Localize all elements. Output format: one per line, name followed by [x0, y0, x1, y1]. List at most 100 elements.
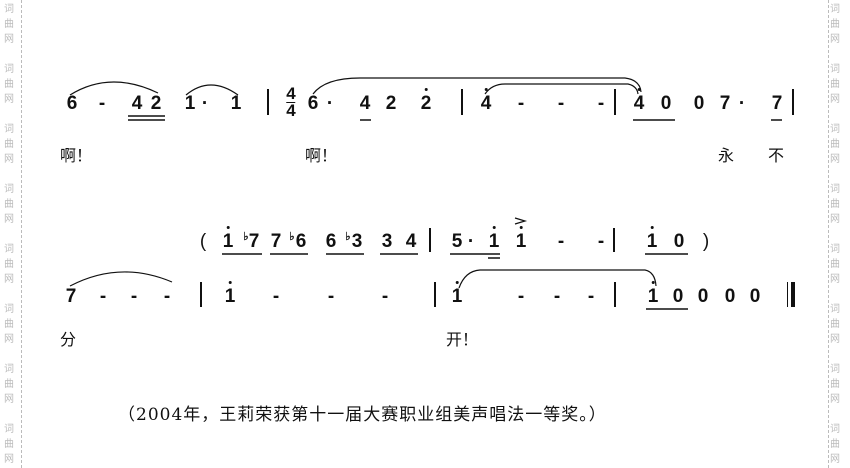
watermark-text: 词曲网 — [4, 304, 14, 345]
dash: - — [597, 93, 605, 114]
note: 3 — [381, 231, 393, 252]
dash: - — [517, 286, 525, 307]
lyric: 开！ — [446, 330, 479, 349]
watermark-text: 词曲网 — [4, 424, 14, 465]
note: 1 — [230, 93, 242, 114]
dot: · — [201, 93, 209, 114]
note-high: 1 — [488, 226, 500, 252]
note-high: 1 — [451, 281, 463, 307]
barline — [614, 282, 616, 307]
note: 5 — [451, 231, 463, 252]
note-high: 2 — [420, 88, 432, 114]
watermark-text: 词曲网 — [4, 244, 14, 285]
slur — [69, 81, 159, 96]
barline — [200, 282, 202, 307]
note: 6 — [325, 231, 337, 252]
dash: - — [98, 93, 106, 114]
barline — [429, 228, 431, 252]
watermark-text: 词曲网 — [830, 4, 840, 45]
note: 7 — [270, 231, 282, 252]
dash: - — [99, 286, 107, 307]
note-high: 1 — [222, 226, 234, 252]
lyric: 不 — [768, 146, 785, 165]
note: 2 — [385, 93, 397, 114]
watermark-text: 词曲网 — [4, 64, 14, 105]
dash: - — [327, 286, 335, 307]
note: 6 — [295, 231, 307, 252]
note-high: 1 — [646, 226, 658, 252]
lyric: 啊！ — [60, 146, 93, 165]
footnote: （2004年，王莉荣获第十一届大赛职业组美声唱法一等奖。） — [118, 405, 607, 425]
note: 7 — [248, 231, 260, 252]
tie — [484, 83, 639, 95]
watermark-text: 词曲网 — [830, 124, 840, 165]
dot: · — [467, 231, 475, 252]
rest: 0 — [672, 286, 684, 307]
note: 7 — [65, 286, 77, 307]
watermark-text: 词曲网 — [4, 184, 14, 225]
note-high: 4 — [480, 88, 492, 114]
watermark-text: 词曲网 — [830, 64, 840, 105]
rest: 0 — [673, 231, 685, 252]
dash: - — [517, 93, 525, 114]
lyric: 永 — [718, 146, 735, 165]
watermark-text: 词曲网 — [4, 364, 14, 405]
rest: 0 — [660, 93, 672, 114]
note: 1 — [184, 93, 196, 114]
left-margin-line — [21, 0, 22, 468]
flat-sign: ♭ — [243, 231, 249, 243]
barline — [434, 282, 436, 307]
accent-mark — [514, 217, 528, 225]
dash: - — [272, 286, 280, 307]
note-high: 1 — [515, 226, 527, 252]
barline — [613, 228, 615, 252]
dash: - — [557, 231, 565, 252]
open-paren: ( — [199, 231, 207, 252]
watermark-text: 词曲网 — [830, 184, 840, 225]
flat-sign: ♭ — [289, 231, 295, 243]
note: 7 — [771, 93, 783, 114]
final-barline-thick — [791, 282, 795, 307]
rest: 0 — [697, 286, 709, 307]
dash: - — [553, 286, 561, 307]
time-sig-bottom: 4 — [286, 101, 296, 120]
dot: · — [326, 93, 334, 114]
barline — [614, 89, 616, 115]
close-paren: ) — [702, 231, 710, 252]
watermark-text: 词曲网 — [4, 4, 14, 45]
tie — [458, 269, 657, 289]
final-barline-thin — [787, 282, 788, 307]
dash: - — [130, 286, 138, 307]
right-margin-line — [828, 0, 829, 468]
watermark-text: 词曲网 — [830, 424, 840, 465]
time-sig-top: 4 — [286, 84, 296, 103]
watermark-text: 词曲网 — [830, 244, 840, 285]
slur — [69, 271, 173, 287]
dot: · — [738, 93, 746, 114]
slur — [185, 84, 239, 96]
note: 4 — [359, 93, 371, 114]
watermark-text: 词曲网 — [830, 364, 840, 405]
note: 6 — [66, 93, 78, 114]
note: 7 — [719, 93, 731, 114]
dash: - — [381, 286, 389, 307]
rest: 0 — [693, 93, 705, 114]
rest: 0 — [724, 286, 736, 307]
note: 4 — [405, 231, 417, 252]
note: 3 — [351, 231, 363, 252]
watermark-text: 词曲网 — [4, 124, 14, 165]
note-high: 1 — [224, 281, 236, 307]
note: 2 — [150, 93, 162, 114]
dash: - — [587, 286, 595, 307]
lyric: 分 — [60, 330, 77, 349]
barline — [267, 89, 269, 115]
note-high: 4 — [633, 88, 645, 114]
note-high: 1 — [647, 281, 659, 307]
barline — [792, 89, 794, 115]
slur — [312, 77, 642, 95]
note: 4 — [131, 93, 143, 114]
rest: 0 — [749, 286, 761, 307]
